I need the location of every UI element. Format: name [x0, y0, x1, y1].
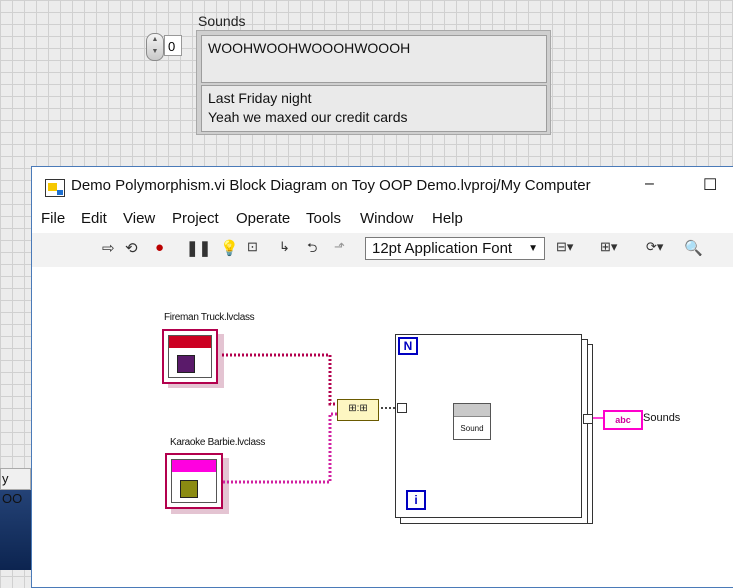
menu-file[interactable]: File	[41, 210, 66, 227]
class-wire-1	[222, 353, 337, 406]
minimize-button[interactable]: –	[645, 175, 654, 192]
toolbar: ⇨ ⟲ ● ❚❚ 💡 ⊡ ↳ ⮌ ⬏ 12pt Application Font…	[32, 233, 733, 268]
menu-operate[interactable]: Operate	[236, 210, 291, 227]
input-tunnel[interactable]	[397, 403, 407, 413]
sound-subvi[interactable]: Sound	[453, 403, 491, 440]
karaoke-barbie-constant[interactable]	[165, 453, 223, 509]
loop-count-terminal[interactable]: N	[398, 337, 418, 355]
array-index-control[interactable]: ▲▼ 0	[146, 33, 184, 61]
output-tunnel[interactable]	[583, 414, 593, 424]
array-element-0[interactable]: WOOHWOOHWOOOHWOOOH	[201, 35, 547, 83]
wires	[222, 353, 603, 484]
karaoke-barbie-label: Karaoke Barbie.lvclass	[170, 437, 266, 448]
menu-help[interactable]: Help	[432, 210, 463, 227]
sounds-terminal-label: Sounds	[643, 412, 681, 424]
window-title: Demo Polymorphism.vi Block Diagram on To…	[71, 177, 591, 194]
abort-icon[interactable]: ●	[155, 239, 165, 256]
step-over-icon[interactable]: ⮌	[307, 240, 318, 255]
build-array-node[interactable]: ⊞:⊞	[337, 399, 379, 421]
step-out-icon[interactable]: ⬏	[334, 239, 345, 254]
search-icon[interactable]: 🔍	[684, 240, 703, 257]
class-wire-2	[223, 412, 337, 484]
menu-bar: File Edit View Project Operate Tools Win…	[32, 207, 733, 233]
labview-icon	[45, 179, 65, 197]
background-window-tab[interactable]: y OO	[0, 468, 31, 506]
title-bar[interactable]: Demo Polymorphism.vi Block Diagram on To…	[32, 167, 733, 207]
menu-view[interactable]: View	[123, 210, 156, 227]
font-select[interactable]: 12pt Application Font▼	[365, 237, 545, 260]
highlight-execution-icon[interactable]: 💡	[220, 240, 239, 257]
class-cube-icon	[180, 480, 198, 498]
menu-edit[interactable]: Edit	[81, 210, 107, 227]
run-arrow-icon[interactable]: ⇨	[102, 240, 115, 257]
array-element-1[interactable]: Last Friday night Yeah we maxed our cred…	[201, 85, 547, 132]
loop-index-terminal[interactable]: i	[406, 490, 426, 510]
menu-tools[interactable]: Tools	[306, 210, 342, 227]
sounds-indicator-label: Sounds	[198, 13, 246, 29]
index-spinner[interactable]: ▲▼	[146, 33, 164, 61]
class-cube-icon	[177, 355, 195, 373]
pause-icon[interactable]: ❚❚	[186, 240, 212, 257]
align-objects-icon[interactable]: ⊟▾	[556, 239, 574, 254]
fireman-truck-label: Fireman Truck.lvclass	[164, 312, 255, 323]
run-continuously-icon[interactable]: ⟲	[125, 240, 138, 257]
sounds-terminal[interactable]: abc	[603, 410, 643, 430]
distribute-objects-icon[interactable]: ⊞▾	[600, 239, 618, 254]
menu-project[interactable]: Project	[172, 210, 219, 227]
retain-wire-values-icon[interactable]: ⊡	[247, 239, 258, 254]
step-into-icon[interactable]: ↳	[279, 239, 290, 254]
index-value[interactable]: 0	[164, 35, 182, 56]
reorder-icon[interactable]: ⟳▾	[646, 239, 664, 254]
menu-window[interactable]: Window	[360, 210, 414, 227]
chevron-down-icon: ▼	[528, 243, 538, 254]
maximize-button[interactable]: ☐	[703, 177, 718, 194]
fireman-truck-constant[interactable]	[162, 329, 218, 384]
